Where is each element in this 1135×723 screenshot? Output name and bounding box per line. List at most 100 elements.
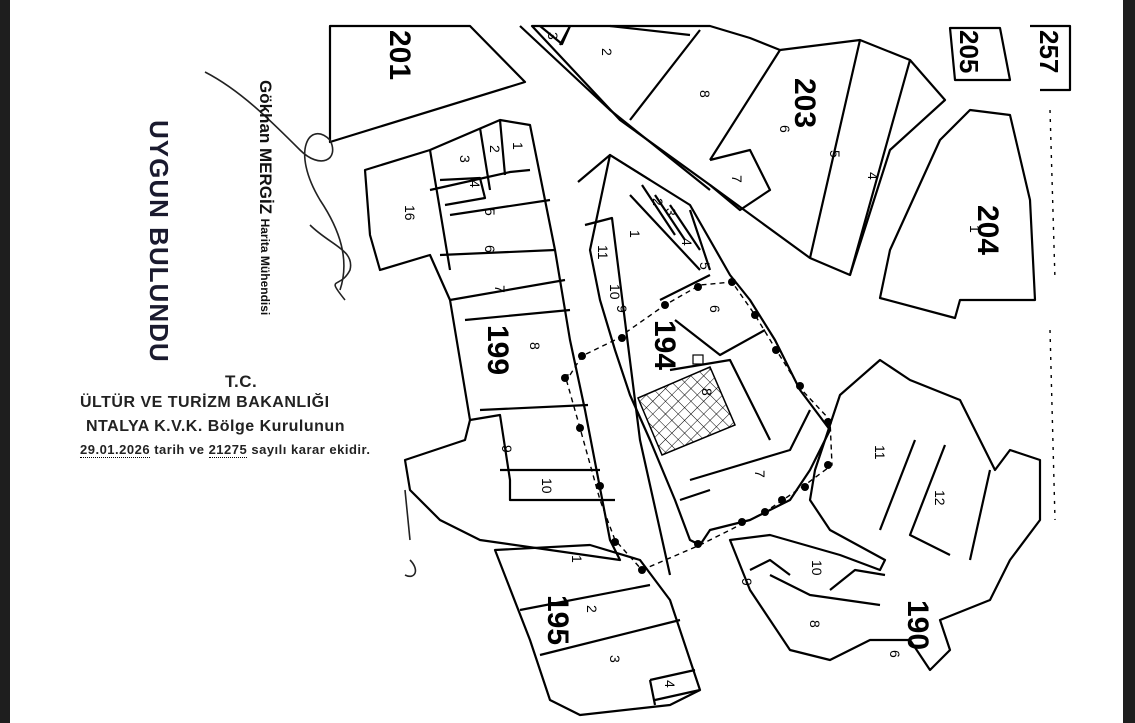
block-label-204: 204 — [971, 205, 1004, 255]
signature-scribble — [309, 224, 352, 301]
parcel-label: 4 — [865, 172, 881, 180]
boundary-dot — [801, 483, 809, 491]
boundary-dot — [824, 461, 832, 469]
block-label-201: 201 — [383, 30, 416, 80]
stamp-decision-number: 21275 — [208, 442, 248, 458]
parcel-label: 16 — [402, 205, 418, 221]
engineer-name: Gökhan MERGİZ — [256, 80, 275, 215]
hatched-area — [637, 366, 736, 456]
parcel-label: 11 — [595, 245, 611, 260]
approval-text: UYGUN BULUNDU — [144, 120, 174, 363]
parcel-label: 3 — [545, 32, 561, 40]
block-label-190: 190 — [901, 600, 934, 650]
sheet-edge-dash — [1049, 109, 1056, 521]
block-label-199: 199 — [481, 325, 514, 375]
boundary-dot — [596, 482, 604, 490]
parcel-label: 10 — [809, 560, 825, 576]
parcel-label: 1 — [967, 225, 983, 233]
stamp-date: 29.01.2026 — [80, 442, 151, 458]
parcel-label: 4 — [662, 680, 678, 688]
top-small-parcel — [539, 25, 572, 46]
engineer-stamp: Gökhan MERGİZ Harita Mühendisi — [255, 80, 275, 315]
parcel-199-dividers — [428, 119, 615, 502]
parcel-label: 6 — [707, 305, 723, 313]
parcel-label: 2 — [584, 605, 600, 613]
parcel-label: 1 — [627, 230, 643, 238]
block-205-outline — [948, 26, 1012, 82]
parcel-label: 9 — [614, 305, 630, 313]
parcel-label: 8 — [527, 342, 543, 350]
boundary-dot — [561, 374, 569, 382]
stamp-line-ministry: ÜLTÜR VE TURİZM BAKANLIĞI — [80, 394, 330, 411]
parcel-label: 1 — [510, 142, 526, 150]
boundary-dot — [576, 424, 584, 432]
boundary-dot — [772, 346, 780, 354]
block-257-outline — [1030, 24, 1072, 92]
parcel-label: 8 — [699, 388, 715, 396]
parcel-label: 2 — [650, 198, 666, 206]
council-stamp: T.C. ÜLTÜR VE TURİZM BAKANLIĞI NTALYA K.… — [80, 372, 440, 472]
parcel-label: 1 — [569, 555, 585, 563]
parcel-label: 12 — [932, 490, 948, 506]
stamp-line-council: NTALYA K.V.K. Bölge Kurulunun — [86, 418, 345, 435]
block-label-194: 194 — [648, 320, 681, 370]
parcel-195-dividers — [519, 583, 701, 706]
signature-scribble — [204, 71, 345, 291]
block-195-outline — [493, 543, 702, 717]
handwritten-mark — [404, 489, 417, 578]
parcel-label: 4 — [679, 238, 695, 246]
parcel-194-dividers — [629, 184, 811, 502]
parcel-label: 7 — [729, 175, 745, 183]
stamp-line-decision: 29.01.2026 tarih ve 21275 sayılı karar e… — [80, 442, 371, 458]
parcel-203-dividers — [559, 24, 912, 276]
parcel-label: 7 — [492, 285, 508, 293]
stamp-line-tc: T.C. — [225, 372, 258, 391]
block-204-outline — [878, 108, 1037, 320]
parcel-label: 6 — [482, 245, 498, 253]
block-199-outline — [363, 118, 622, 562]
boundary-dot — [694, 283, 702, 291]
parcel-label: 5 — [482, 208, 498, 216]
block-203-outline — [530, 24, 947, 277]
block-label-203: 203 — [788, 78, 821, 128]
block-label-205: 205 — [954, 30, 984, 73]
parcel-label: 5 — [827, 150, 843, 158]
cadastral-map: 201 203 204 205 257 199 194 195 190 3 2 … — [204, 24, 1072, 717]
block-194-outline — [588, 153, 832, 547]
parcel-label: 10 — [539, 478, 555, 494]
parcel-190-dividers — [749, 439, 992, 607]
boundary-dot — [638, 566, 646, 574]
parcel-label: 2 — [487, 145, 503, 153]
parcel-label: 8 — [807, 620, 823, 628]
stamp-date-suffix: tarih ve — [154, 442, 205, 457]
boundary-dot — [578, 352, 586, 360]
block-190-outline — [728, 358, 1042, 672]
boundary-dot — [824, 418, 832, 426]
parcel-label: 11 — [872, 445, 888, 460]
parcel-label: 3 — [663, 208, 679, 216]
boundary-dot — [796, 382, 804, 390]
document-sheet: 201 203 204 205 257 199 194 195 190 3 2 … — [10, 0, 1123, 723]
parcel-label: 5 — [697, 262, 713, 270]
engineer-title: Harita Mühendisi — [258, 218, 272, 316]
boundary-dot — [661, 301, 669, 309]
boundary-dot — [761, 508, 769, 516]
boundary-dot — [738, 518, 746, 526]
block-label-257: 257 — [1034, 30, 1064, 73]
parcel-label: 7 — [752, 470, 768, 478]
parcel-label: 10 — [607, 284, 623, 300]
small-marker — [692, 354, 704, 365]
parcel-label: 6 — [887, 650, 903, 658]
stamp-decision-suffix: sayılı karar ekidir. — [251, 442, 371, 457]
block-label-195: 195 — [541, 595, 574, 645]
boundary-dot — [618, 334, 626, 342]
boundary-dot — [694, 540, 702, 548]
boundary-dot — [751, 311, 759, 319]
block-201-outline — [328, 24, 527, 144]
boundary-dot — [778, 496, 786, 504]
parcel-label: 9 — [739, 578, 755, 586]
parcel-label: 2 — [599, 48, 615, 56]
parcel-label: 4 — [467, 180, 483, 188]
parcel-label: 8 — [697, 90, 713, 98]
parcel-label: 3 — [607, 655, 623, 663]
